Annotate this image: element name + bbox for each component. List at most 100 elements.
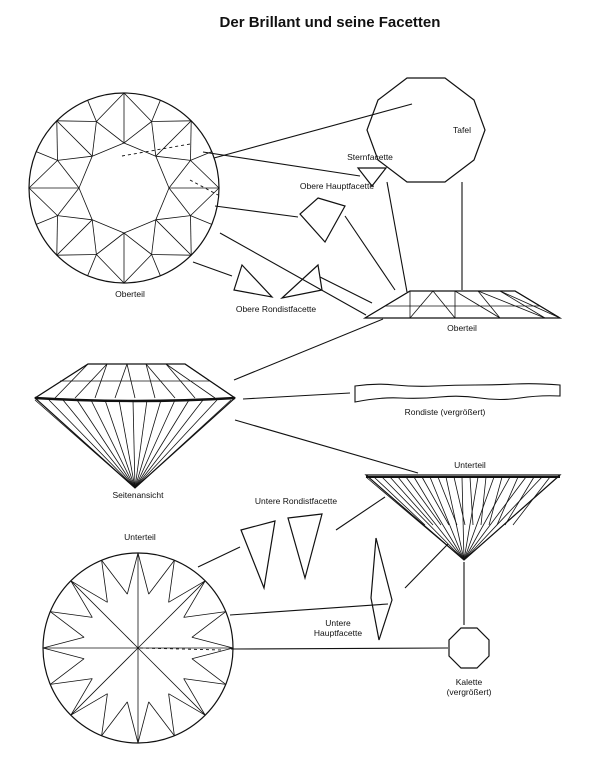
label-unterteil-bottom: Unterteil (124, 532, 156, 542)
pavilion-half-edge (49, 658, 85, 685)
pavilion-side-edge (463, 476, 559, 561)
side-pavilion-edge (134, 399, 176, 489)
crown-side-view (362, 290, 563, 319)
pavilion-half-edge (191, 658, 227, 685)
crown-table-edge (155, 187, 170, 220)
pavilion-half-edge (42, 647, 85, 660)
crown-girdle-edge (123, 254, 152, 284)
pavilion-half-edge (137, 552, 150, 595)
side-pavilion-edge (134, 399, 162, 489)
side-view-girdle (34, 396, 236, 403)
connector-uppermain-side (344, 215, 396, 291)
connector-pavilion-lowergirdle (197, 546, 241, 568)
crown-star-edge (168, 160, 191, 189)
crown-girdle-edge (56, 120, 58, 161)
connector-pavilion-lowermain (229, 603, 389, 616)
crown-girdle-edge (28, 160, 58, 189)
crown-kite-edge (56, 219, 93, 256)
crown-kite-edge (155, 219, 192, 256)
pavilion-half-edge (101, 560, 108, 603)
lower-girdle-facet-shape-1 (240, 520, 276, 591)
upper-girdle-facet-shape-2 (280, 263, 323, 300)
crown-table-edge (78, 187, 93, 220)
connector-crown-star (202, 151, 361, 177)
girdle-strip-shape (354, 383, 561, 403)
crown-girdle-edge (190, 120, 192, 161)
star-facet-shape (356, 167, 388, 187)
crown-side-facet-lines (364, 290, 561, 319)
pavilion-main-edge (70, 580, 139, 649)
pavilion-half-edge (126, 701, 139, 744)
side-view-facet-lines (34, 363, 236, 489)
crown-girdle-edge (36, 215, 58, 225)
crown-star-edge (96, 232, 125, 255)
culet-octagon (448, 627, 490, 669)
side-pavilion-edge (118, 399, 136, 489)
crown-table-edge (78, 156, 93, 189)
upper-main-facet-shape (299, 197, 346, 244)
pavilion-side-edge (365, 476, 465, 561)
pavilion-side-half (373, 476, 426, 526)
side-pavilion-edge (134, 399, 190, 489)
side-pavilion-edge (62, 399, 136, 489)
crown-girdle-edge (151, 100, 161, 122)
pavilion-half-edge (137, 701, 150, 744)
pavilion-half-edge (191, 611, 227, 638)
pavilion-bottom-view (42, 552, 234, 744)
crown-star-edge (151, 219, 157, 255)
crown-star-edge (57, 160, 80, 189)
pavilion-half-edge (70, 580, 93, 618)
label-untere-rondistfacette: Untere Rondistfacette (255, 496, 337, 506)
pavilion-side-half (504, 476, 535, 526)
crown-side-edge (454, 290, 501, 319)
lower-girdle-facet-shape-2 (287, 513, 323, 581)
crown-star-edge (123, 232, 152, 255)
crown-facet-lines (28, 92, 220, 284)
pavilion-side-facet-lines (365, 476, 559, 561)
crown-top-view (28, 92, 220, 284)
crown-girdle-edge (151, 120, 192, 122)
crown-girdle-edge (190, 160, 220, 189)
label-obere-rondistfacette: Obere Rondistfacette (236, 304, 317, 314)
crown-star-edge (151, 121, 157, 157)
side-pavilion-edge (132, 399, 136, 489)
pavilion-main-edge (70, 647, 139, 716)
crown-pointer-dash-2 (189, 179, 219, 196)
connector-pavilion-culet (230, 647, 449, 650)
crown-girdle-edge (28, 187, 58, 216)
crown-table-edge (123, 142, 156, 157)
crown-star-edge (57, 215, 93, 221)
crown-kite-edge (155, 120, 192, 157)
pavilion-side-edge (463, 476, 495, 561)
pavilion-half-edge (50, 611, 93, 618)
table-facet-octagon (366, 77, 486, 183)
crown-girdle-edge (87, 254, 97, 276)
connector-crown-side (219, 232, 367, 316)
pavilion-half-edge (49, 611, 85, 638)
crown-girdle-edge (96, 254, 125, 284)
side-pavilion-edge (134, 399, 232, 489)
pavilion-side-edge (429, 476, 465, 561)
crown-table-edge (123, 219, 156, 234)
crown-star-edge (155, 155, 191, 161)
crown-table-edge (155, 156, 170, 189)
pavilion-side-edge (463, 476, 479, 561)
label-unterteil-side: Unterteil (454, 460, 486, 470)
pavilion-facet-lines (42, 552, 234, 744)
label-untere-hauptfacette-1: Untere (325, 618, 351, 628)
crown-star-edge (57, 187, 80, 216)
crown-girdle-edge (151, 254, 161, 276)
label-tafel: Tafel (453, 125, 471, 135)
side-pavilion-edge (134, 399, 204, 489)
pavilion-side-edge (397, 476, 465, 561)
pavilion-side-edge (461, 476, 465, 561)
pavilion-half-edge (148, 559, 175, 595)
pavilion-side-half (480, 476, 487, 526)
pavilion-half-edge (42, 636, 85, 649)
pavilion-half-edge (126, 552, 139, 595)
connector-crown-upper-main (214, 205, 299, 218)
pavilion-half-edge (191, 636, 234, 649)
pavilion-main-edge (137, 580, 206, 649)
pavilion-half-edge (70, 580, 108, 603)
pavilion-half-edge (148, 701, 175, 737)
